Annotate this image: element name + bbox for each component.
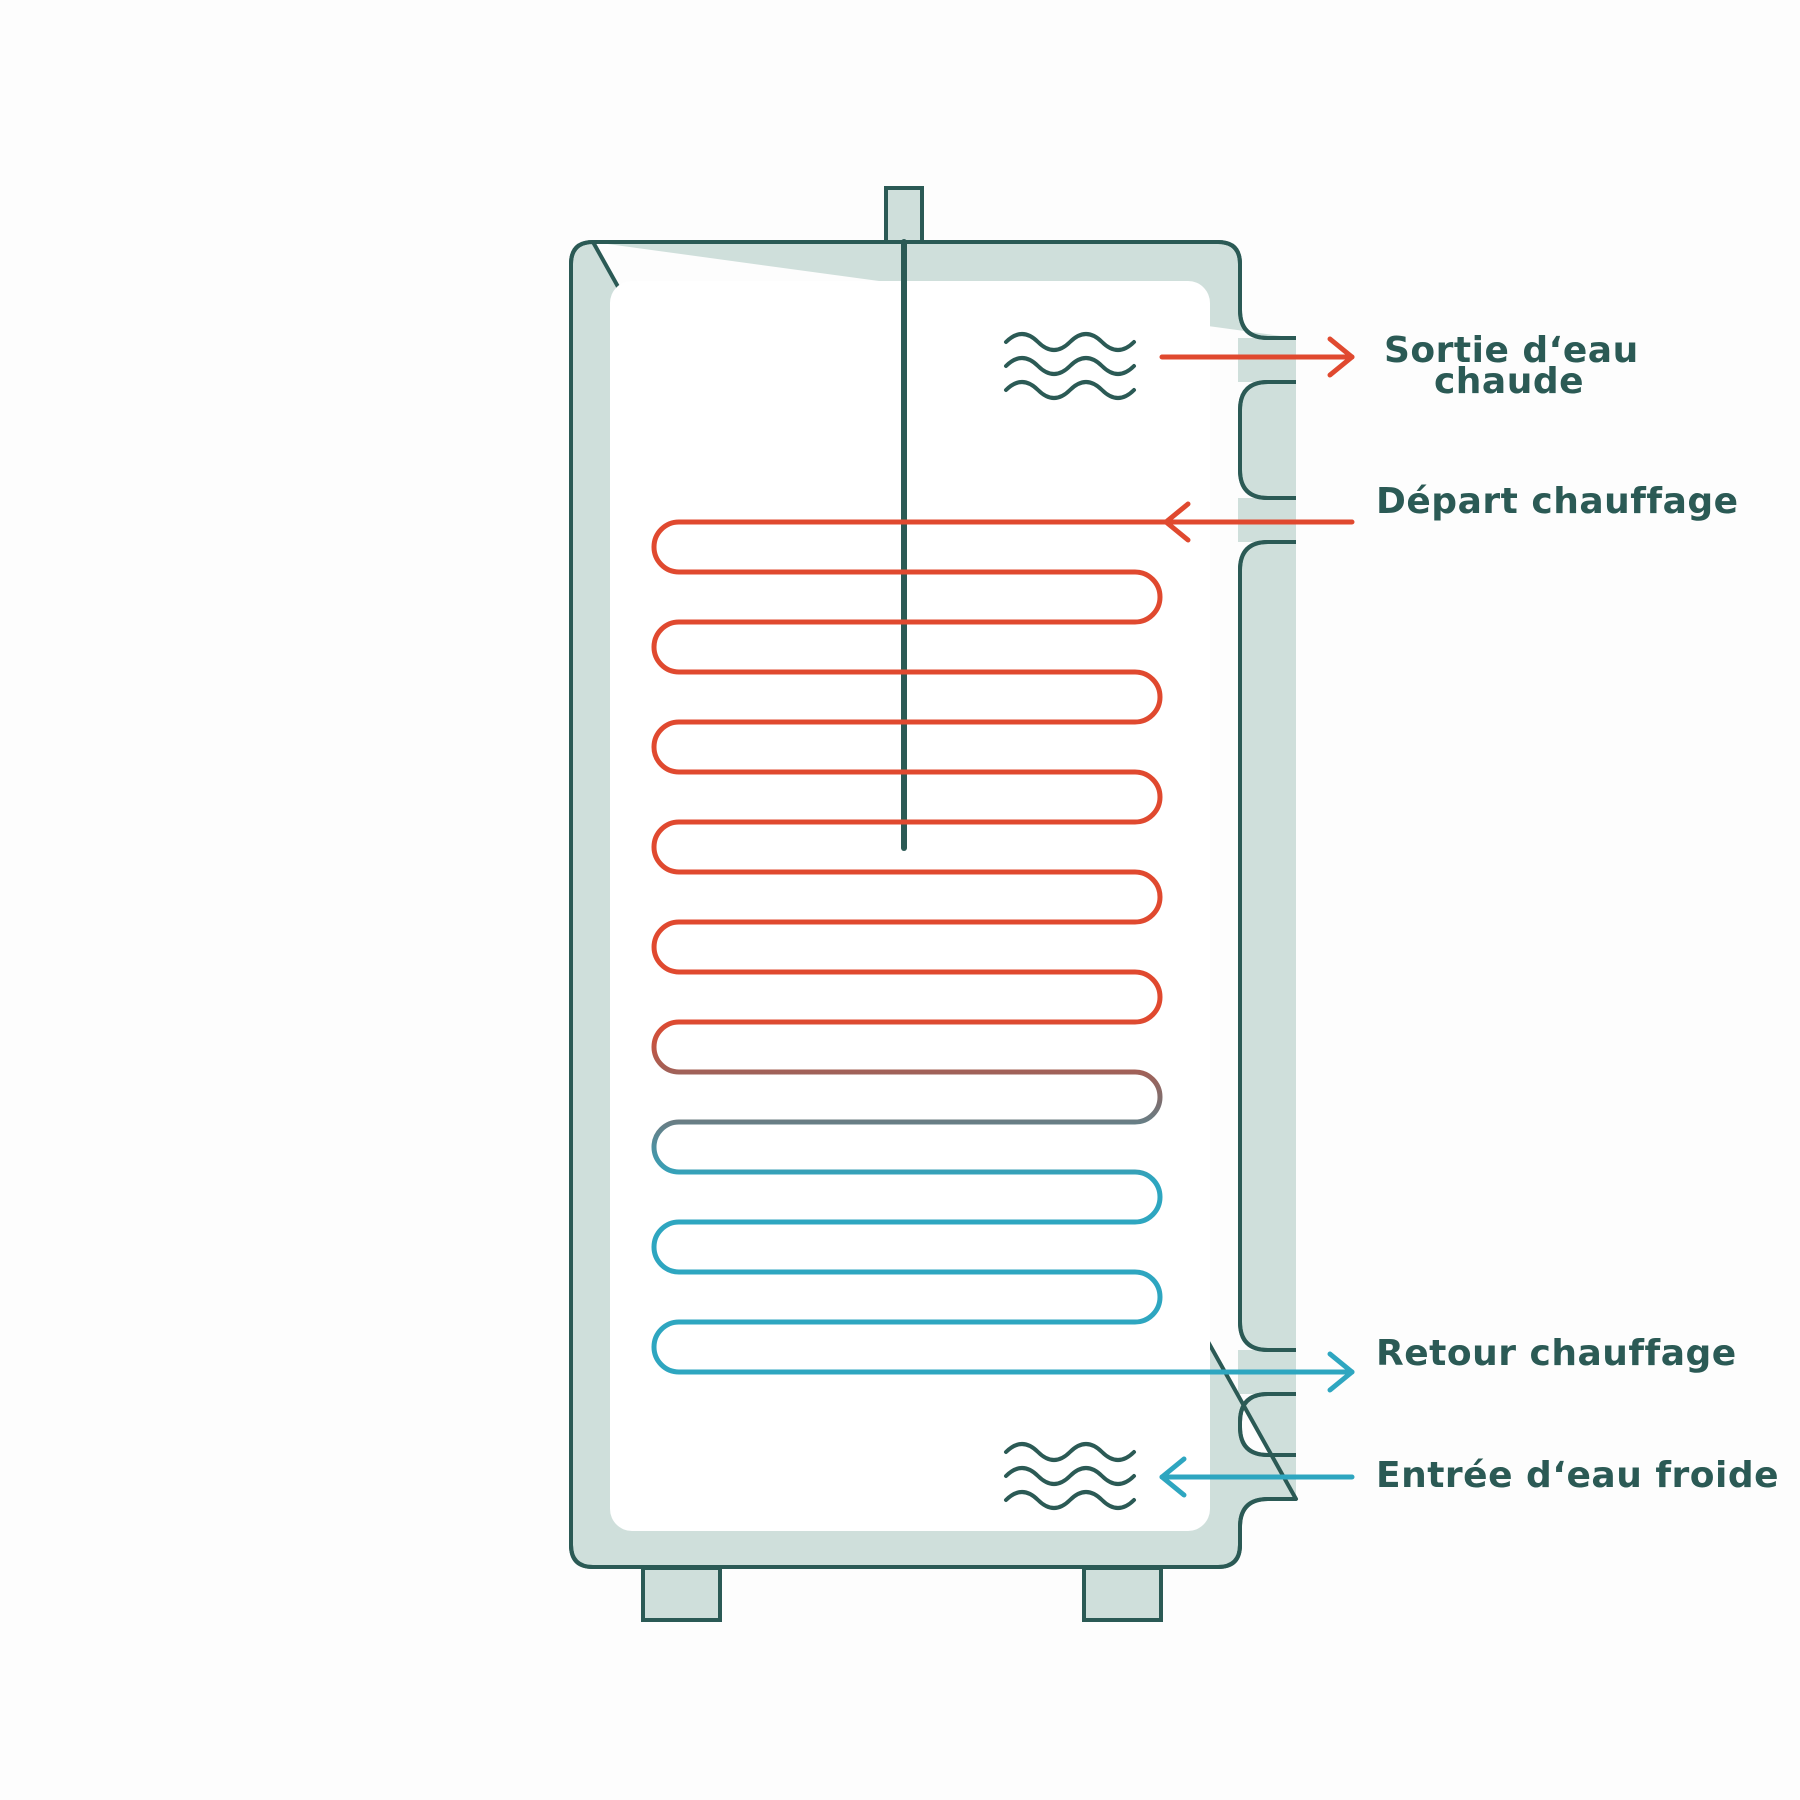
label-hot-water-out-line1: Sortie d‘eau	[1384, 330, 1639, 371]
tank-outline	[569, 240, 1296, 1569]
heating-return-arrow-icon	[1327, 1351, 1355, 1393]
heating-flow-arrow-icon	[1163, 501, 1191, 543]
label-hot-water-out-line2: chaude	[1433, 360, 1585, 402]
stub-hot-out	[1238, 338, 1296, 382]
tank-foot-right	[1082, 1566, 1163, 1622]
waves-icon	[1004, 332, 1136, 400]
anode-cap	[884, 186, 924, 244]
cold-water-in-arrow-icon	[1159, 1456, 1355, 1498]
heating-coil	[651, 519, 1355, 1375]
label-heating-flow: Départ chauffage	[1376, 481, 1739, 522]
waves-icon	[1004, 1442, 1136, 1510]
label-hot-water-out: Sortie d‘eau chaude	[1384, 330, 1639, 402]
label-heating-return: Retour chauffage	[1376, 1333, 1737, 1374]
tank-interior	[610, 281, 1210, 1531]
tank-foot-left	[641, 1566, 722, 1622]
label-cold-water-in: Entrée d‘eau froide	[1376, 1455, 1780, 1496]
hot-water-out-arrow-icon	[1159, 336, 1355, 378]
